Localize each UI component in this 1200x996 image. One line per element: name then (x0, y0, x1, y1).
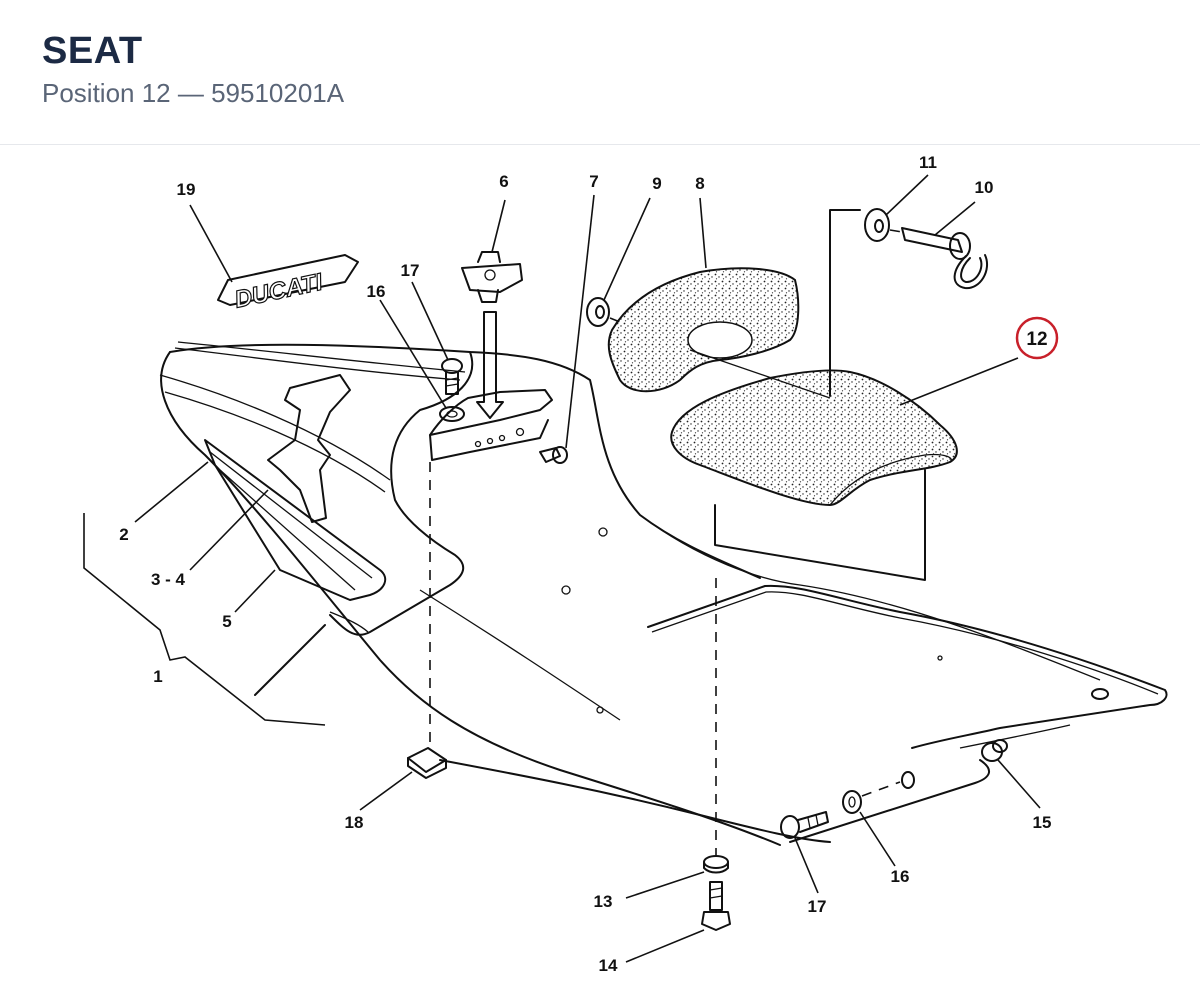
callout-5[interactable]: 5 (222, 612, 231, 631)
highlight-circle-part-12 (1015, 316, 1059, 360)
part-7-screw (539, 446, 568, 464)
callout-16-top[interactable]: 16 (367, 282, 386, 301)
part-17-screw-top (441, 358, 463, 395)
callout-17-top[interactable]: 17 (401, 261, 420, 280)
callout-2[interactable]: 2 (119, 525, 128, 544)
part-6-latch-clip (461, 251, 523, 419)
page-header: SEAT Position 12 — 59510201A (0, 0, 1200, 145)
diagram-canvas: DUCATI (83, 153, 1168, 975)
part-17-screw-bottom (780, 811, 829, 839)
callout-3-4[interactable]: 3 - 4 (151, 570, 186, 589)
callout-10[interactable]: 10 (975, 178, 994, 197)
callout-18[interactable]: 18 (345, 813, 364, 832)
page-title: SEAT (42, 30, 143, 72)
page-subtitle: Position 12 — 59510201A (42, 78, 345, 108)
callout-11[interactable]: 11 (919, 153, 937, 172)
assembly-lines (429, 229, 903, 856)
callout-8[interactable]: 8 (695, 174, 704, 193)
callout-13[interactable]: 13 (594, 892, 613, 911)
part-16-washer-top (439, 406, 465, 422)
callout-7[interactable]: 7 (589, 172, 598, 191)
mounting-hole (901, 771, 915, 789)
part-12-seat-pad (670, 369, 958, 581)
callout-labels: 19 6 7 9 8 11 10 12 17 16 2 3 - 4 5 1 18… (119, 153, 1051, 975)
part-16-washer-bottom (842, 790, 862, 814)
part-18-square-nut (407, 747, 447, 779)
exploded-parts-diagram: DUCATI (0, 146, 1200, 991)
callout-6[interactable]: 6 (499, 172, 508, 191)
callout-16-bottom[interactable]: 16 (891, 867, 910, 886)
callout-17-bottom[interactable]: 17 (808, 897, 827, 916)
callout-12[interactable]: 12 (1026, 329, 1047, 350)
leader-lines (83, 174, 1041, 963)
part-13-washer (703, 855, 729, 874)
seat-base-tray (647, 584, 1168, 843)
callout-1[interactable]: 1 (153, 667, 162, 686)
part-9-washer (586, 297, 610, 327)
callout-14[interactable]: 14 (599, 956, 618, 975)
part-19-logo-decal: DUCATI (217, 254, 359, 314)
callout-19[interactable]: 19 (177, 180, 196, 199)
part-15-grommet (981, 739, 1008, 762)
part-14-bolt (701, 881, 731, 931)
seat-latch-bracket (429, 389, 553, 461)
callout-9[interactable]: 9 (652, 174, 661, 193)
part-11-washer (864, 208, 890, 242)
part-1-tail-body (159, 341, 1101, 846)
part-8-foam-insert (607, 209, 861, 399)
callout-15[interactable]: 15 (1033, 813, 1052, 832)
part-10-retaining-pin (901, 227, 988, 290)
